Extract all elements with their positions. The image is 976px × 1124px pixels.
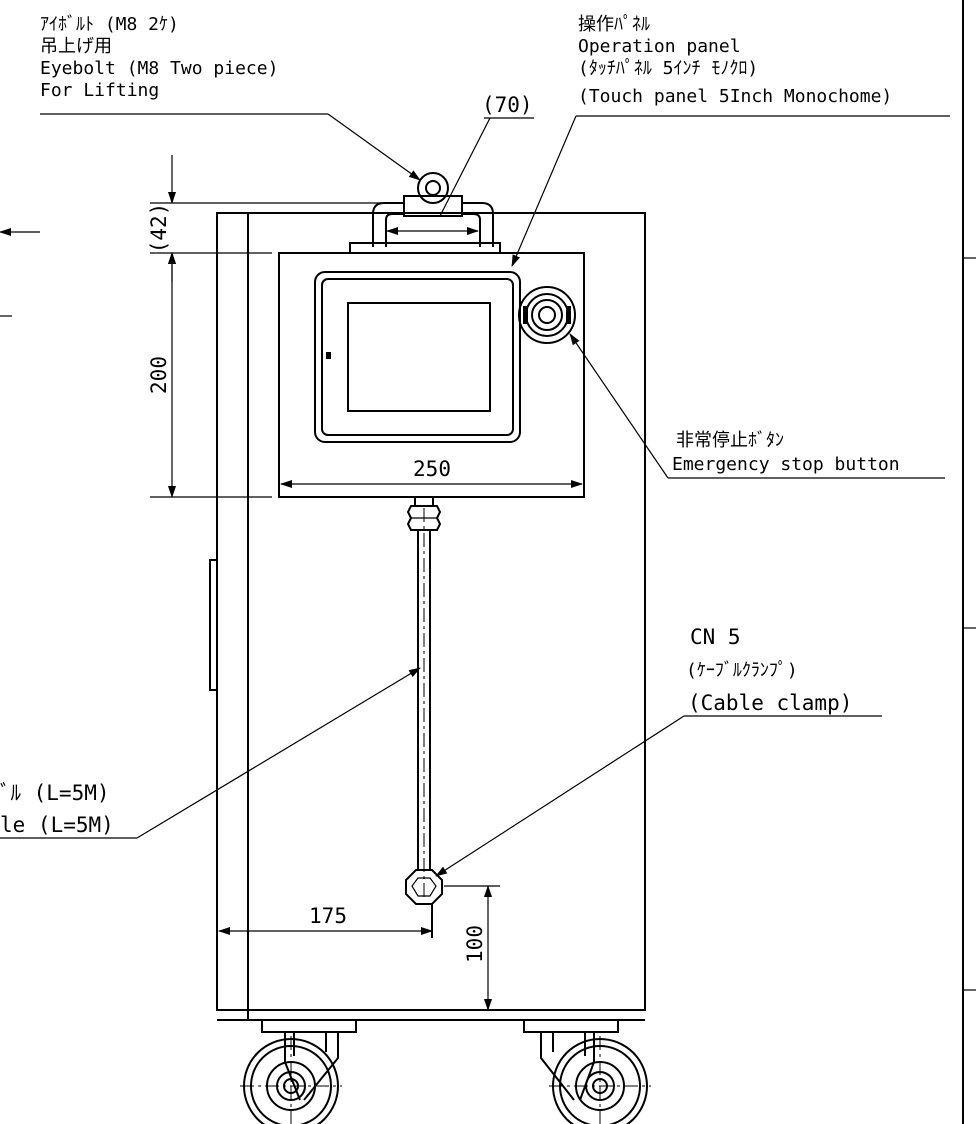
callout-eyebolt-line3: Eyebolt (M8 Two piece)	[40, 58, 278, 79]
dimension-panel-width: 250	[280, 457, 583, 488]
callout-operation-panel-line4: (Touch panel 5Inch Monochome)	[578, 86, 892, 107]
callout-cable-clamp: CN 5 (ｹｰﾌﾞﾙｸﾗﾝﾌﾟ) (Cable clamp)	[435, 625, 882, 877]
dimension-eyebolt-height-label: (42)	[147, 203, 171, 254]
dimension-clamp-offset: 175	[218, 904, 433, 935]
sheet-border	[962, 0, 976, 1124]
dimension-eyebolt-width-label: (70)	[482, 93, 533, 117]
callout-cable-clamp-line2: (ｹｰﾌﾞﾙｸﾗﾝﾌﾟ)	[686, 660, 798, 681]
cable-assembly	[405, 496, 443, 938]
callout-cable-line1: ﾞﾙ (L=5M)	[0, 781, 110, 805]
caster-right	[523, 1019, 651, 1124]
dimension-clamp-height-label: 100	[463, 925, 487, 963]
callout-operation-panel: 操作ﾊﾟﾈﾙ Operation panel (ﾀｯﾁﾊﾟﾈﾙ 5ｲﾝﾁ ﾓﾉｸ…	[511, 14, 950, 267]
callout-operation-panel-line1: 操作ﾊﾟﾈﾙ	[578, 14, 650, 35]
callout-emergency-stop-line2: Emergency stop button	[672, 454, 900, 475]
emergency-stop-button	[518, 286, 576, 344]
callout-cable-line2: le (L=5M)	[0, 813, 114, 837]
dimension-eyebolt-height: (42)	[147, 155, 404, 282]
callout-eyebolt-line1: ｱｲﾎﾞﾙﾄ (M8 2ｹ)	[40, 14, 179, 35]
left-edge-arrow	[0, 228, 40, 317]
callout-operation-panel-line3: (ﾀｯﾁﾊﾟﾈﾙ 5ｲﾝﾁ ﾓﾉｸﾛ)	[578, 58, 758, 79]
callout-cable-clamp-line1: CN 5	[690, 625, 741, 649]
dimension-panel-width-label: 250	[413, 457, 451, 481]
callout-emergency-stop-line1: 非常停止ﾎﾞﾀﾝ	[676, 430, 784, 451]
callout-eyebolt-line2: 吊上げ用	[40, 36, 112, 57]
callout-eyebolt-line4: For Lifting	[40, 80, 159, 101]
callout-cable: ﾞﾙ (L=5M) le (L=5M)	[0, 667, 421, 839]
dimension-panel-height: 200	[147, 252, 272, 498]
eyebolt	[349, 172, 501, 254]
dimension-clamp-height: 100	[444, 885, 500, 1011]
dimension-panel-height-label: 200	[147, 356, 171, 394]
callout-operation-panel-line2: Operation panel	[578, 36, 741, 57]
callout-cable-clamp-line3: (Cable clamp)	[688, 691, 852, 715]
callout-emergency-stop: 非常停止ﾎﾞﾀﾝ Emergency stop button	[569, 333, 945, 479]
dimension-eyebolt-width: (70)	[386, 93, 534, 235]
dimension-clamp-offset-label: 175	[309, 904, 347, 928]
caster-left	[240, 1019, 357, 1124]
cabinet-body	[209, 212, 646, 1021]
callout-eyebolt: ｱｲﾎﾞﾙﾄ (M8 2ｹ) 吊上げ用 Eyebolt (M8 Two piec…	[40, 14, 421, 181]
